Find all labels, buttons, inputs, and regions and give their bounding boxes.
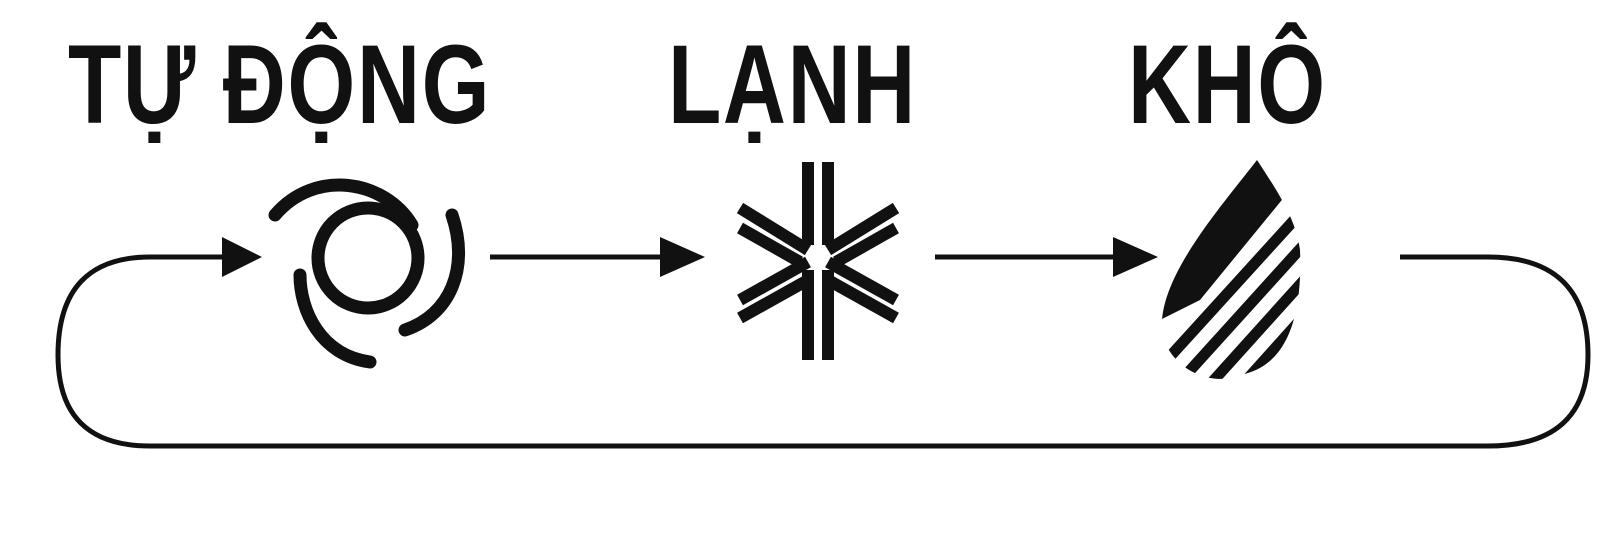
auto-cycle-icon	[268, 178, 466, 369]
mode-label-auto: TỰ ĐỘNG	[68, 22, 492, 147]
arrow-head-to-cool	[660, 237, 705, 277]
snowflake-icon	[736, 162, 900, 360]
mode-label-cool: LẠNH	[668, 22, 917, 147]
water-drop-icon	[1161, 160, 1301, 379]
arrow-head-into-auto	[222, 237, 262, 277]
mode-label-dry: KHÔ	[1128, 22, 1327, 147]
arrow-head-to-dry	[1113, 237, 1158, 277]
return-loop-line	[55, 254, 1591, 449]
